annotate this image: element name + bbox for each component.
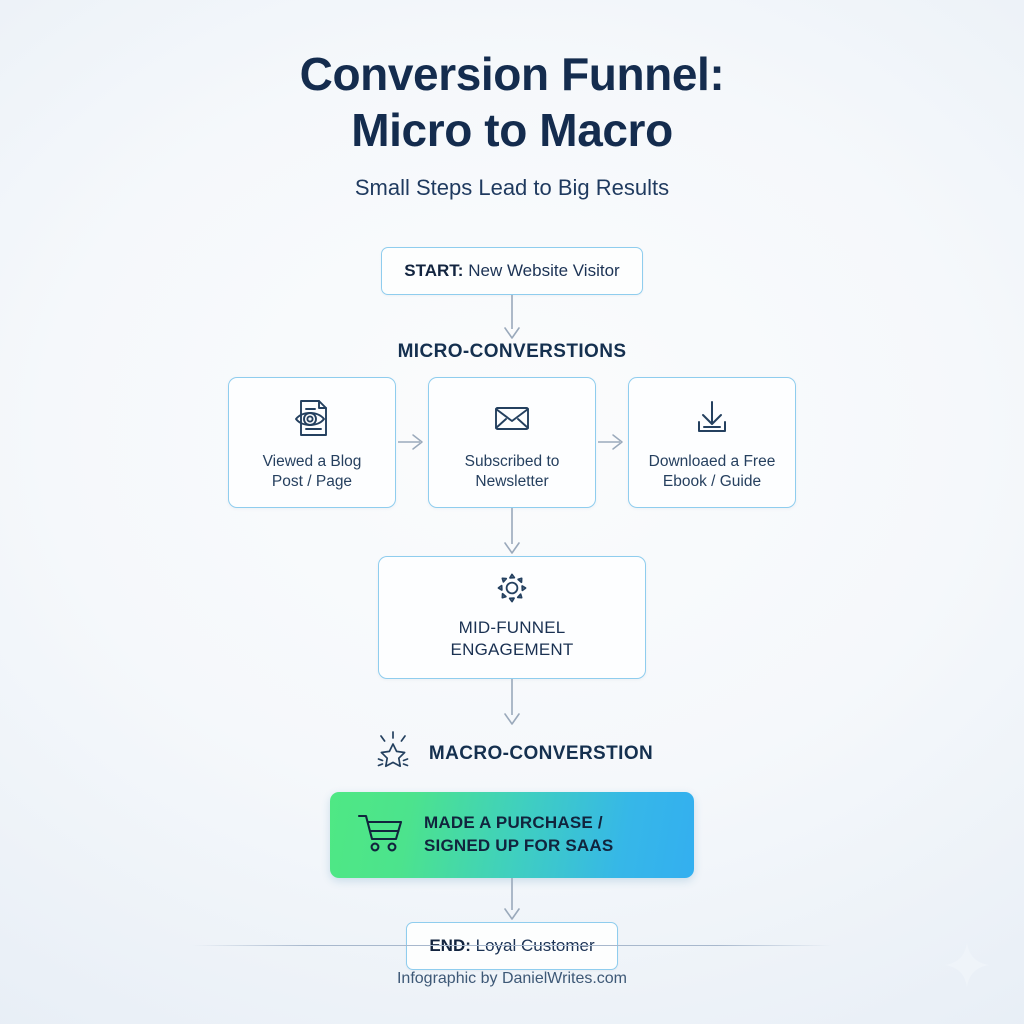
- page-title: Conversion Funnel: Micro to Macro: [0, 46, 1024, 158]
- end-node: END: Loyal Customer: [406, 922, 618, 971]
- connector-card1-to-card2: [396, 377, 428, 507]
- title-line-1: Conversion Funnel:: [299, 48, 725, 100]
- shopping-cart-icon: [356, 810, 406, 861]
- macro-section-heading: MACRO-CONVERSTION: [0, 729, 1024, 778]
- footer: Infographic by DanielWrites.com: [0, 944, 1024, 989]
- label-line-2: Post / Page: [271, 473, 353, 491]
- connector-card2-to-card3: [596, 377, 628, 507]
- label-line-1: Viewed a Blog: [262, 453, 362, 471]
- micro-card-blog: Viewed a Blog Post / Page: [228, 377, 396, 508]
- label-line-1: Subscribed to: [464, 453, 560, 471]
- micro-card-blog-label: Viewed a Blog Post / Page: [263, 452, 362, 492]
- download-icon: [690, 394, 734, 442]
- connector-mid-to-macro: [0, 679, 1024, 727]
- footer-credit: Infographic by DanielWrites.com: [396, 970, 628, 987]
- label-line-2: Ebook / Guide: [662, 473, 762, 491]
- label-line-1: Downloaed a Free: [648, 453, 776, 471]
- micro-cards-row: Viewed a Blog Post / Page: [0, 377, 1024, 508]
- start-text: New Website Visitor: [463, 261, 620, 281]
- sparkle-icon: [944, 942, 990, 988]
- micro-card-ebook-label: Downloaed a Free Ebook / Guide: [649, 452, 776, 492]
- title-line-2: Micro to Macro: [351, 104, 673, 157]
- micro-card-newsletter: Subscribed to Newsletter: [428, 377, 596, 508]
- micro-section-label: MICRO-CONVERSTIONS: [397, 341, 627, 363]
- start-prefix: START:: [404, 261, 464, 281]
- start-node: START: New Website Visitor: [381, 247, 643, 296]
- header: Conversion Funnel: Micro to Macro Small …: [0, 0, 1024, 201]
- connector-macro-to-end: [0, 878, 1024, 922]
- label-line-1: MID-FUNNEL: [458, 617, 566, 637]
- label-line-2: SIGNED UP FOR SAAS: [424, 836, 614, 856]
- label-line-1: MADE A PURCHASE /: [424, 813, 603, 833]
- label-line-2: Newsletter: [475, 473, 549, 491]
- page-subtitle: Small Steps Lead to Big Results: [354, 175, 670, 201]
- gear-icon: [495, 571, 529, 610]
- mid-funnel-node: MID-FUNNEL ENGAGEMENT: [378, 555, 646, 680]
- connector-start-to-micro: [0, 295, 1024, 341]
- micro-card-ebook: Downloaed a Free Ebook / Guide: [628, 377, 796, 508]
- macro-conversion-label: MADE A PURCHASE / SIGNED UP FOR SAAS: [424, 812, 613, 858]
- document-eye-icon: [290, 394, 334, 442]
- connector-micro-to-mid: [0, 507, 1024, 556]
- funnel-flow: START: New Website Visitor MICRO-CONVERS…: [0, 247, 1024, 971]
- micro-card-newsletter-label: Subscribed to Newsletter: [465, 452, 560, 492]
- label-line-2: ENGAGEMENT: [450, 640, 574, 660]
- macro-section-label: MACRO-CONVERSTION: [428, 742, 654, 764]
- macro-conversion-bar: MADE A PURCHASE / SIGNED UP FOR SAAS: [330, 792, 694, 879]
- star-sparkle-icon: [371, 729, 415, 778]
- footer-divider: [192, 944, 832, 946]
- envelope-icon: [490, 394, 534, 442]
- mid-funnel-label: MID-FUNNEL ENGAGEMENT: [451, 617, 574, 663]
